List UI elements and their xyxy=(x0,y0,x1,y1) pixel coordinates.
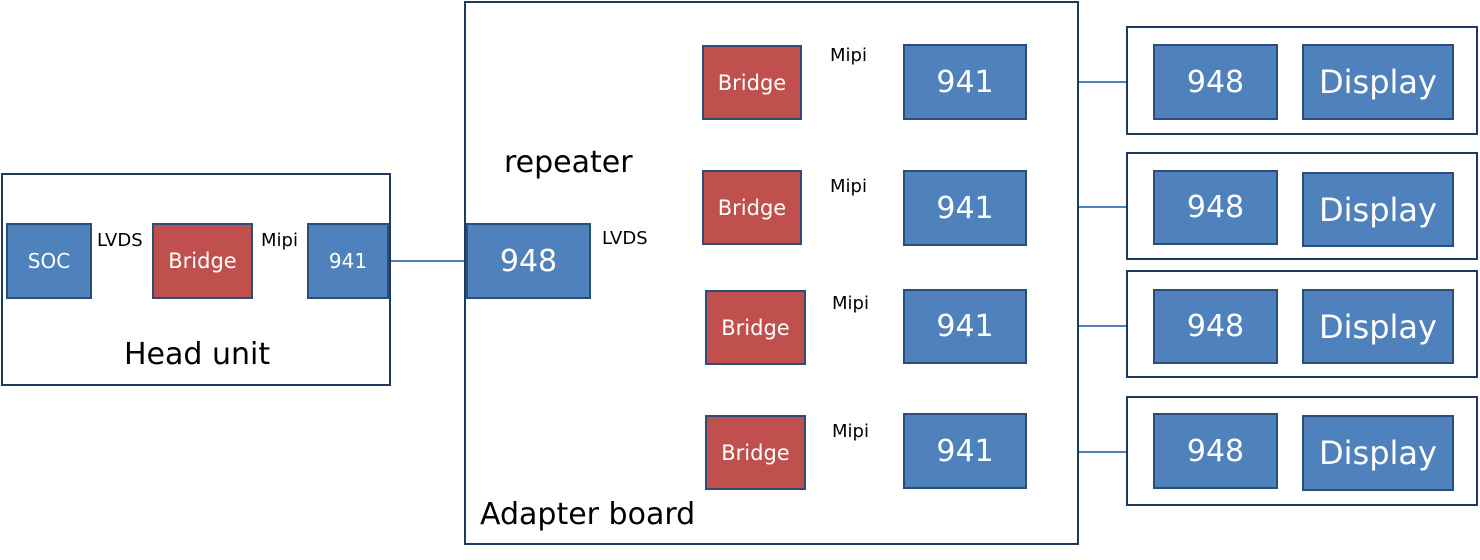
branch-2-mipi-label: Mipi xyxy=(830,176,867,197)
head-unit-bridge-block: Bridge xyxy=(152,223,253,299)
display-unit-4-948-label: 948 xyxy=(1186,433,1245,469)
adapter-board-title: Adapter board xyxy=(480,497,696,532)
adapter-948-label: 948 xyxy=(499,243,558,279)
soc-label: SOC xyxy=(27,249,71,273)
branch-1-mipi-label: Mipi xyxy=(830,45,867,66)
repeater-label: repeater xyxy=(504,145,633,180)
branch-4-941-block: 941 xyxy=(903,413,1027,489)
branch-2-bridge-block: Bridge xyxy=(702,170,802,245)
branch-1-941-label: 941 xyxy=(936,64,994,100)
branch-1-bridge-block: Bridge xyxy=(702,45,802,120)
branch-4-mipi-label: Mipi xyxy=(832,421,869,442)
display-unit-3-display-label: Display xyxy=(1319,307,1437,346)
branch-2-941-block: 941 xyxy=(903,170,1027,246)
display-unit-3-display-block: Display xyxy=(1302,289,1454,364)
head-unit-941-block: 941 xyxy=(307,223,389,299)
branch-4-941-label: 941 xyxy=(936,433,994,469)
display-unit-1-948-block: 948 xyxy=(1153,44,1278,120)
display-unit-2-display-label: Display xyxy=(1319,190,1437,229)
branch-3-941-block: 941 xyxy=(903,289,1027,364)
branch-1-bridge-label: Bridge xyxy=(717,70,787,95)
display-unit-4-display-label: Display xyxy=(1319,434,1437,472)
branch-3-bridge-block: Bridge xyxy=(705,290,806,365)
display-unit-1-display-label: Display xyxy=(1319,63,1437,101)
branch-2-941-label: 941 xyxy=(936,190,994,226)
head-unit-bridge-label: Bridge xyxy=(168,249,237,273)
branch-2-bridge-label: Bridge xyxy=(717,195,787,220)
display-unit-1-948-label: 948 xyxy=(1186,64,1245,100)
branch-4-bridge-block: Bridge xyxy=(705,415,806,490)
display-unit-3-948-block: 948 xyxy=(1153,289,1278,364)
display-unit-2-display-block: Display xyxy=(1302,172,1454,247)
head-unit-lvds-label: LVDS xyxy=(97,230,143,251)
adapter-lvds-label: LVDS xyxy=(602,228,648,249)
head-unit-title: Head unit xyxy=(124,337,271,372)
head-unit-941-label: 941 xyxy=(328,249,368,273)
display-unit-4-948-block: 948 xyxy=(1153,413,1278,489)
adapter-948-block: 948 xyxy=(466,223,591,299)
branch-1-941-block: 941 xyxy=(903,44,1027,120)
branch-3-941-label: 941 xyxy=(936,309,994,344)
display-unit-2-948-block: 948 xyxy=(1153,170,1278,245)
display-unit-3-948-label: 948 xyxy=(1186,309,1245,344)
display-unit-4-display-block: Display xyxy=(1302,415,1454,491)
head-unit-mipi-label: Mipi xyxy=(261,230,298,251)
soc-block: SOC xyxy=(6,223,92,299)
branch-4-bridge-label: Bridge xyxy=(721,440,790,465)
branch-3-mipi-label: Mipi xyxy=(832,293,869,314)
display-unit-2-948-label: 948 xyxy=(1186,190,1245,225)
branch-3-bridge-label: Bridge xyxy=(721,315,790,340)
display-unit-1-display-block: Display xyxy=(1302,44,1454,120)
